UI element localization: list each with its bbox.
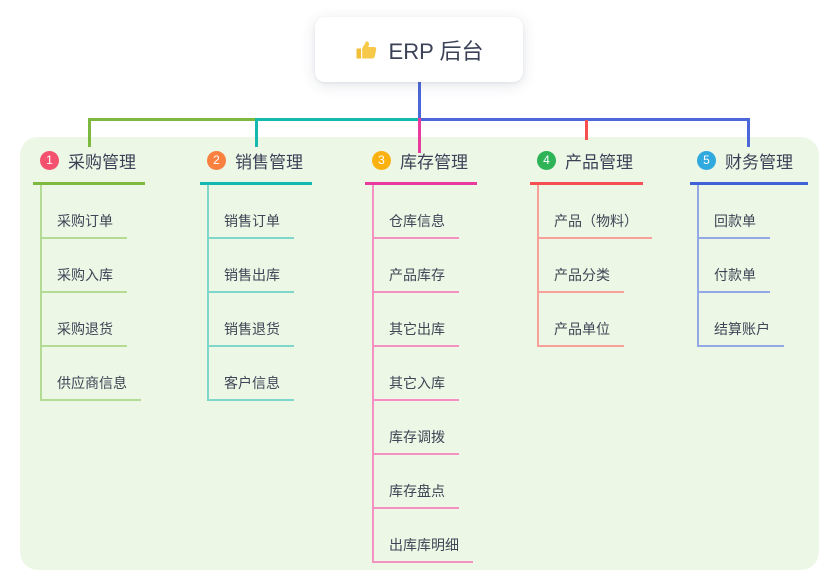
mindmap-node[interactable]: 回款单 [699,185,770,239]
mindmap-node[interactable]: 产品（物料） [539,185,652,239]
mindmap-node[interactable]: 付款单 [699,239,770,293]
root-node[interactable]: ERP 后台 [315,17,523,82]
drop-line-3 [418,118,421,153]
branch-sales: 2 销售管理 销售订单 销售出库 销售退货 客户信息 [200,148,312,401]
mindmap-node[interactable]: 产品单位 [539,293,624,347]
branch-children: 仓库信息 产品库存 其它出库 其它入库 库存调拨 库存盘点 出库库明细 [372,185,477,563]
mindmap-node[interactable]: 结算账户 [699,293,784,347]
mindmap-node[interactable]: 销售退货 [209,293,294,347]
branch-finance: 5 财务管理 回款单 付款单 结算账户 [690,148,808,347]
mindmap-node[interactable]: 销售订单 [209,185,294,239]
mindmap-node[interactable]: 客户信息 [209,347,294,401]
mindmap-node[interactable]: 出库库明细 [374,509,473,563]
branch-title-procurement[interactable]: 1 采购管理 [33,148,145,185]
branch-title-inventory[interactable]: 3 库存管理 [365,148,477,185]
mindmap-node[interactable]: 采购入库 [42,239,127,293]
branch-number-badge: 1 [40,151,59,170]
branch-title-label: 财务管理 [725,153,793,172]
branch-children: 回款单 付款单 结算账户 [697,185,808,347]
mindmap-node[interactable]: 采购退货 [42,293,127,347]
mindmap-node[interactable]: 产品库存 [374,239,459,293]
mindmap-node[interactable]: 销售出库 [209,239,294,293]
branch-children: 采购订单 采购入库 采购退货 供应商信息 [40,185,145,401]
mindmap-node[interactable]: 库存盘点 [374,455,459,509]
thumbs-up-icon [355,38,379,62]
mindmap-node[interactable]: 采购订单 [42,185,127,239]
branch-inventory: 3 库存管理 仓库信息 产品库存 其它出库 其它入库 库存调拨 库存盘点 出库库… [365,148,477,563]
mindmap-node[interactable]: 其它入库 [374,347,459,401]
mindmap-node[interactable]: 库存调拨 [374,401,459,455]
root-node-label: ERP 后台 [388,38,484,64]
branch-title-label: 产品管理 [565,153,633,172]
branch-title-label: 库存管理 [400,153,468,172]
mindmap-node[interactable]: 供应商信息 [42,347,141,401]
branch-number-badge: 3 [372,151,391,170]
branch-children: 产品（物料） 产品分类 产品单位 [537,185,652,347]
mindmap-node[interactable]: 产品分类 [539,239,624,293]
branch-title-label: 销售管理 [235,153,303,172]
drop-line-2 [255,118,258,147]
mindmap-node[interactable]: 仓库信息 [374,185,459,239]
connector-segment-middle [258,118,418,121]
drop-line-5 [747,118,750,147]
branch-product: 4 产品管理 产品（物料） 产品分类 产品单位 [530,148,652,347]
branch-children: 销售订单 销售出库 销售退货 客户信息 [207,185,312,401]
branch-title-sales[interactable]: 2 销售管理 [200,148,312,185]
drop-line-1 [88,118,91,147]
branch-title-product[interactable]: 4 产品管理 [530,148,643,185]
branch-title-finance[interactable]: 5 财务管理 [690,148,808,185]
branch-procurement: 1 采购管理 采购订单 采购入库 采购退货 供应商信息 [33,148,145,401]
branch-number-badge: 5 [697,151,716,170]
mindmap-node[interactable]: 其它出库 [374,293,459,347]
mindmap-board [20,137,819,570]
connector-segment-left [88,118,255,121]
branch-number-badge: 4 [537,151,556,170]
drop-line-4 [585,120,588,140]
branch-title-label: 采购管理 [68,153,136,172]
branch-number-badge: 2 [207,151,226,170]
root-stem-line [418,82,421,118]
connector-segment-right [421,118,747,121]
